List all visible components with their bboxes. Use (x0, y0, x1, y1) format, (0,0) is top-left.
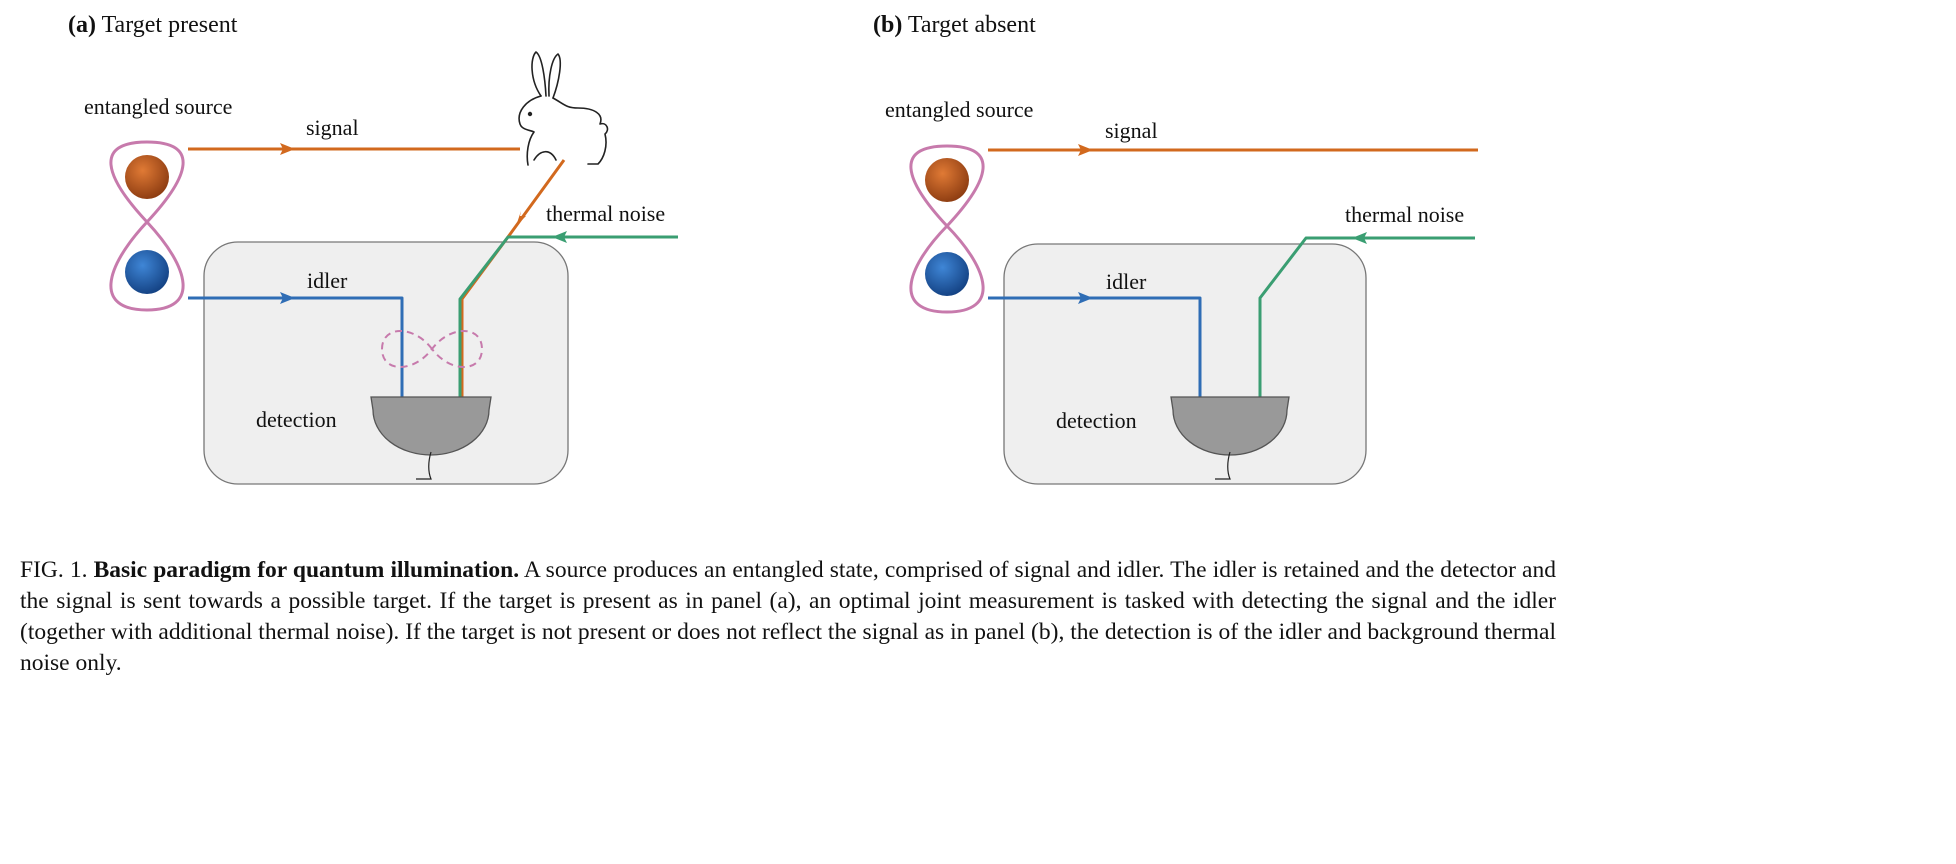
signal-label: signal (306, 115, 359, 140)
idler-label: idler (1106, 269, 1147, 294)
idler-arrow (1078, 292, 1093, 304)
signal-arrow (1078, 144, 1093, 156)
thermal-noise-beam (1258, 236, 1475, 397)
thermal-noise-arrow (552, 231, 567, 243)
idler-photon (925, 252, 969, 296)
detector (370, 396, 492, 456)
signal-photon (125, 155, 169, 199)
rabbit-target (518, 51, 609, 166)
caption-title: Basic paradigm for quantum illumination. (93, 557, 520, 583)
detector (1170, 396, 1290, 456)
idler-photon (125, 250, 169, 294)
idler-beam (988, 296, 1202, 397)
thermal-noise-arrow (1352, 232, 1367, 244)
idler-label: idler (307, 268, 348, 293)
detector-wire (1215, 451, 1231, 480)
figure-caption: FIG. 1. Basic paradigm for quantum illum… (20, 555, 1556, 679)
thermal-noise-label: thermal noise (1345, 202, 1464, 227)
signal-photon (925, 158, 969, 202)
detection-box (1003, 243, 1367, 485)
idler-arrow (280, 292, 295, 304)
entanglement-loop (909, 144, 985, 314)
signal-label: signal (1105, 118, 1158, 143)
entangled-source-label: entangled source (84, 94, 232, 119)
panel-b-title: (b) Target absent (873, 12, 1036, 38)
thermal-noise-label: thermal noise (546, 201, 665, 226)
entanglement-loop (109, 140, 185, 312)
panel-b: (b) Target absent entangled source signa… (873, 12, 1478, 485)
entangled-source-label: entangled source (885, 97, 1033, 122)
idler-beam (188, 296, 404, 397)
caption-body: A source produces an entangled state, co… (20, 557, 1556, 676)
reflected-signal-arrow (516, 211, 526, 226)
panel-a-title: (a) Target present (68, 12, 238, 38)
detection-box (203, 241, 569, 485)
detection-label: detection (1056, 408, 1137, 433)
detector-wire (416, 451, 432, 480)
panel-a: (a) Target present entangled source sign… (68, 12, 678, 485)
quantum-illumination-figure: (a) Target present entangled source sign… (68, 12, 1478, 485)
caption-fig-label: FIG. 1. (20, 557, 88, 583)
signal-arrow (280, 143, 295, 155)
joint-measurement-loop (380, 330, 484, 368)
detection-label: detection (256, 407, 337, 432)
thermal-noise-beam (458, 235, 678, 397)
